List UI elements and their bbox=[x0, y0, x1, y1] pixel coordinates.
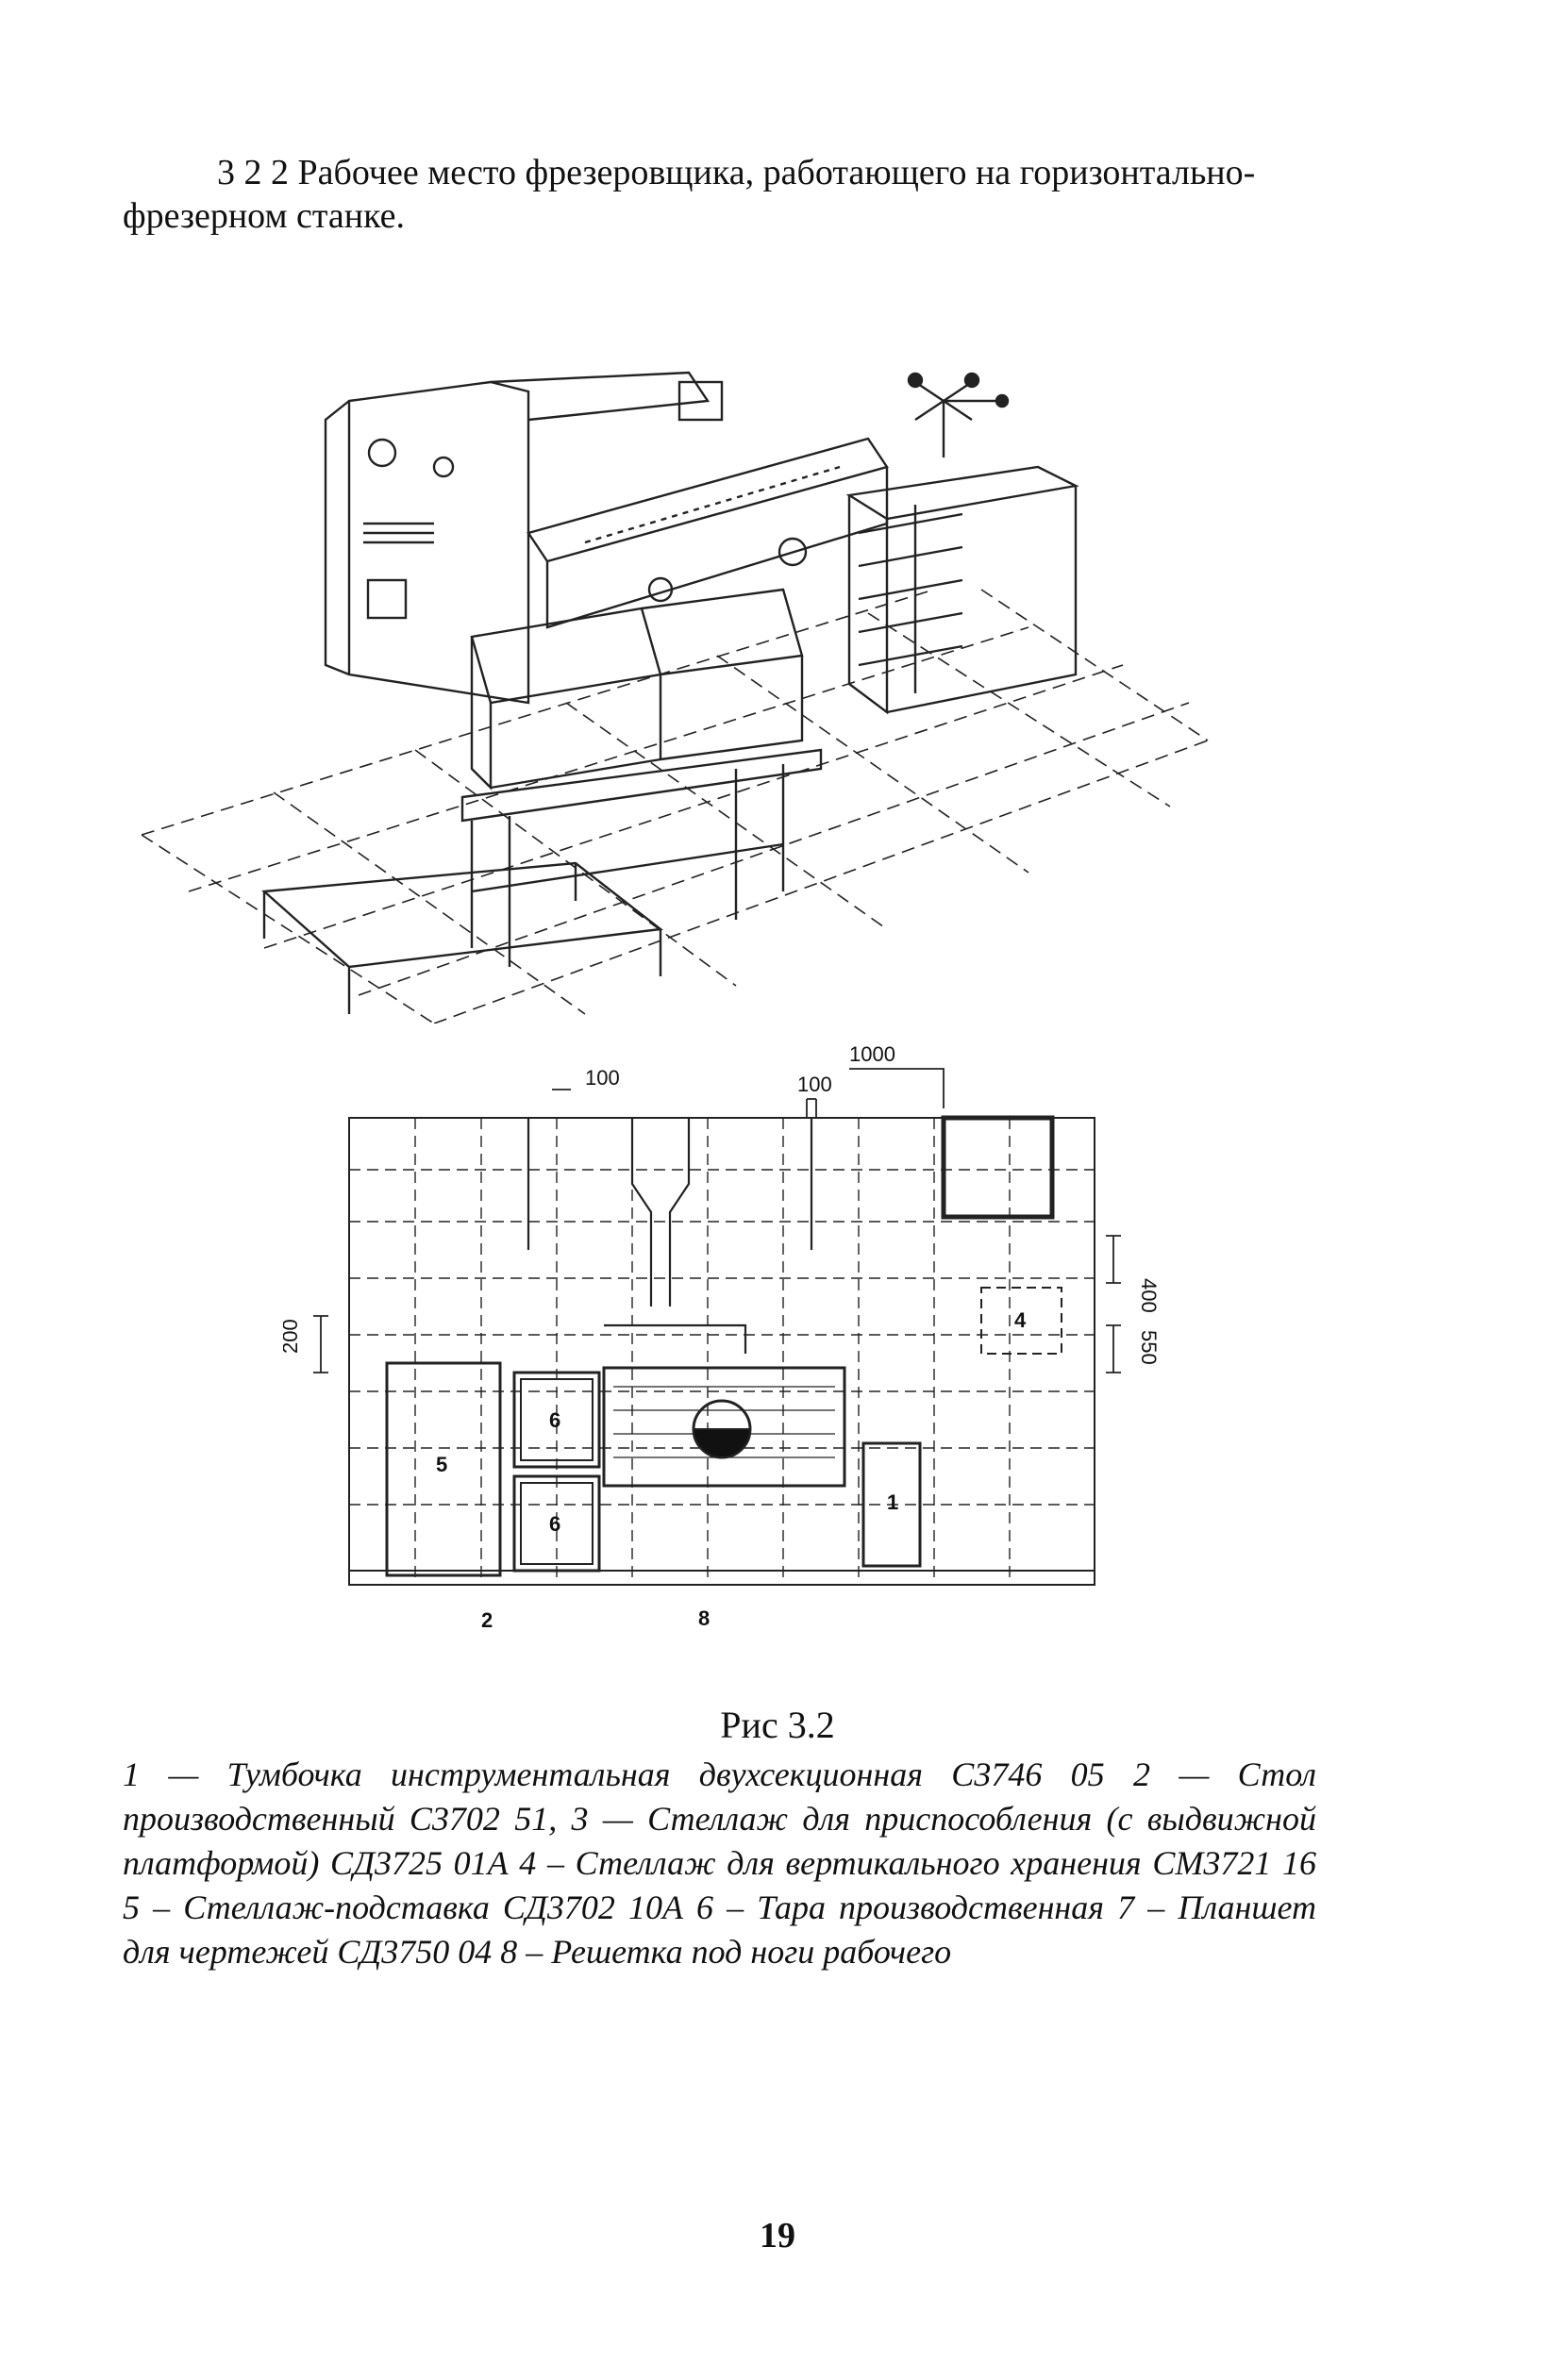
item-6-tote-top bbox=[512, 1371, 601, 1469]
dim-550: 550 bbox=[1137, 1330, 1161, 1365]
milling-machine bbox=[324, 371, 889, 705]
machine-outline bbox=[527, 1118, 813, 1354]
section-heading-line-1: 3 2 2 Рабочее место фрезеровщика, работа… bbox=[217, 153, 1256, 192]
dim-100-right: 100 bbox=[797, 1073, 832, 1096]
dim-100-left: 100 bbox=[585, 1066, 620, 1090]
top-dimension-lines bbox=[552, 1068, 945, 1118]
label-item-5: 5 bbox=[436, 1453, 447, 1476]
foot-grate bbox=[261, 861, 664, 1014]
label-item-6-bottom: 6 bbox=[549, 1512, 560, 1536]
label-item-6-top: 6 bbox=[549, 1408, 560, 1432]
floor-grid bbox=[141, 589, 1209, 1024]
section-heading: 3 2 2 Рабочее место фрезеровщика, работа… bbox=[123, 151, 1349, 238]
figure-caption: Рис 3.2 bbox=[720, 1704, 835, 1746]
figure-legend: 1 — Тумбочка инструментальная двухсекцио… bbox=[123, 1756, 1316, 1971]
plan-outline bbox=[348, 1117, 1095, 1586]
item-4-rack-top bbox=[941, 1115, 1055, 1220]
label-item-2: 2 bbox=[481, 1608, 493, 1632]
label-item-1: 1 bbox=[887, 1490, 898, 1514]
item-1-cabinet bbox=[861, 1441, 922, 1568]
side-dimension-lines bbox=[313, 1235, 1121, 1373]
tool-cabinet bbox=[845, 372, 1079, 715]
item-5-stand bbox=[385, 1361, 502, 1577]
item-4-rack bbox=[980, 1287, 1062, 1355]
production-table-with-totes bbox=[460, 588, 823, 967]
workstation-perspective-drawing bbox=[141, 371, 1209, 1024]
dim-400: 400 bbox=[1137, 1278, 1161, 1313]
item-6-tote-bottom bbox=[512, 1474, 601, 1573]
dim-1000: 1000 bbox=[849, 1042, 895, 1066]
label-item-8: 8 bbox=[698, 1606, 710, 1630]
label-item-4: 4 bbox=[1014, 1308, 1027, 1332]
dim-200: 200 bbox=[283, 1319, 302, 1354]
plan-grid bbox=[349, 1118, 1095, 1585]
item-2-table bbox=[602, 1366, 846, 1488]
workstation-plan-drawing: 1000 100 100 200 400 550 1 4 5 6 6 2 8 bbox=[283, 1042, 1161, 1632]
page-number: 19 bbox=[760, 2216, 795, 2255]
section-heading-line-2: фрезерном станке. bbox=[123, 196, 406, 236]
